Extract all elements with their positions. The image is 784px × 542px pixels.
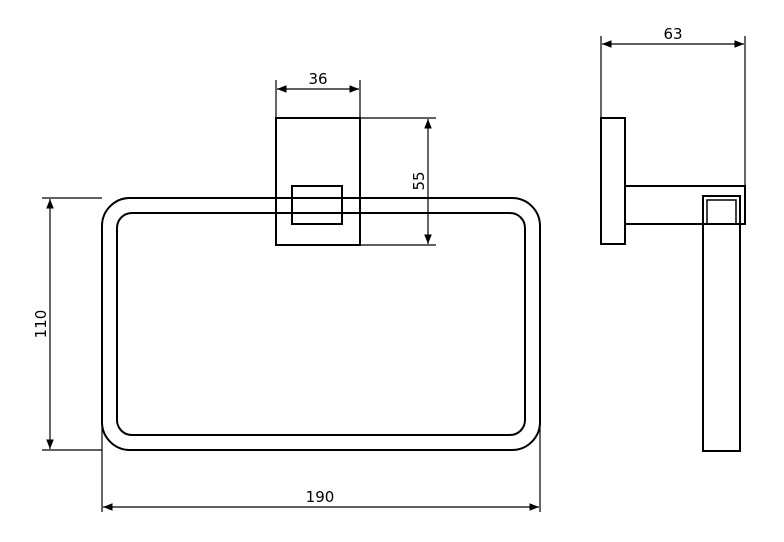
ring-outer-outline (101, 197, 541, 451)
clamp-block (291, 185, 343, 225)
side-view: 63 (600, 25, 746, 452)
dimension-label-overall-width: 190 (306, 488, 335, 506)
dimension-label-mount-width: 36 (308, 70, 327, 88)
mount-plate (275, 117, 361, 246)
dimension-label-overall-height: 110 (32, 310, 50, 339)
dimension-label-projection-depth: 63 (663, 25, 682, 43)
side-wall-plate (600, 117, 626, 245)
dimension-mount-height: 55 (360, 117, 436, 246)
dimension-overall-height: 110 (32, 197, 102, 451)
side-ring-bar-inner (706, 199, 737, 225)
dimension-projection-depth: 63 (600, 25, 746, 186)
front-view: 36 55 110 190 (32, 70, 541, 512)
ring-inner-outline (116, 212, 526, 436)
dimension-label-mount-height: 55 (410, 171, 428, 190)
side-arm (624, 185, 746, 225)
dimension-mount-width: 36 (275, 70, 361, 118)
side-ring-bar (702, 195, 741, 452)
dimension-overall-width: 190 (101, 420, 541, 512)
